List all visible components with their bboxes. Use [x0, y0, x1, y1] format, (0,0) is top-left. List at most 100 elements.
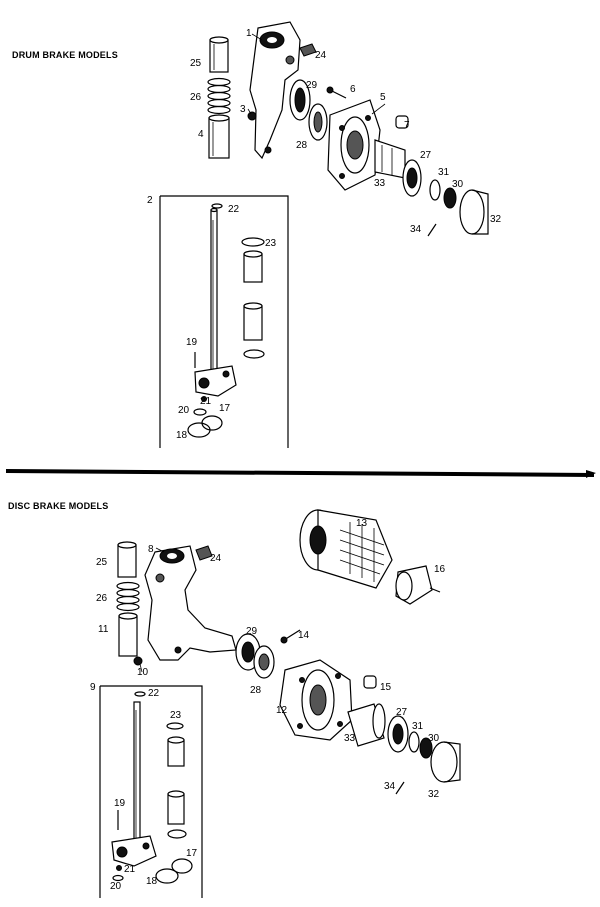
label-disc-34: 34 — [384, 781, 396, 792]
disc-nipple-21 — [116, 865, 122, 871]
label-disc-19: 19 — [114, 798, 126, 809]
label-drum-32: 32 — [490, 214, 502, 225]
label-drum-22: 22 — [228, 204, 240, 215]
drum-subassembly-bracket — [159, 195, 289, 448]
label-drum-6: 6 — [350, 84, 356, 95]
disc-section-title: DISC BRAKE MODELS — [8, 501, 108, 511]
label-drum-21: 21 — [200, 396, 212, 407]
disc-washer-20 — [112, 874, 124, 882]
disc-washer-lower — [167, 829, 187, 839]
label-drum-29: 29 — [306, 80, 318, 91]
disc-nut-10 — [133, 656, 143, 666]
disc-swivel-pin-9 — [111, 701, 157, 867]
label-disc-25: 25 — [96, 557, 108, 568]
drum-bush-upper — [243, 250, 263, 283]
label-disc-8: 8 — [148, 544, 154, 555]
label-disc-17: 17 — [186, 848, 198, 859]
disc-kingpin-bush-25 — [117, 541, 137, 578]
drum-cap-7 — [395, 115, 409, 129]
drum-stub-axle-1 — [249, 21, 301, 160]
drum-kingpin-bush-25 — [209, 36, 229, 73]
label-disc-10: 10 — [137, 667, 149, 678]
label-disc-21: 21 — [124, 864, 136, 875]
label-drum-24: 24 — [315, 50, 327, 61]
label-disc-23: 23 — [170, 710, 182, 721]
disc-hub-cap-16 — [395, 565, 441, 605]
drum-bearing-27 — [402, 159, 422, 197]
drum-washer-lower — [243, 349, 265, 359]
label-disc-22: 22 — [148, 688, 160, 699]
label-disc-29: 29 — [246, 626, 258, 637]
divider-arrow — [586, 470, 596, 478]
drum-shims-18-17 — [187, 415, 223, 438]
label-drum-17: 17 — [219, 403, 231, 414]
label-disc-33: 33 — [344, 733, 356, 744]
label-drum-18: 18 — [176, 430, 188, 441]
drum-washer-31 — [429, 179, 441, 201]
disc-bolt-24 — [195, 545, 213, 561]
disc-spacer-33 — [347, 703, 386, 747]
section-divider — [5, 469, 595, 477]
disc-shims-18-17 — [155, 858, 193, 884]
label-drum-26: 26 — [190, 92, 202, 103]
label-disc-12: 12 — [276, 705, 288, 716]
label-disc-24: 24 — [210, 553, 222, 564]
label-disc-9: 9 — [90, 682, 96, 693]
label-disc-28: 28 — [250, 685, 262, 696]
label-disc-31: 31 — [412, 721, 424, 732]
disc-washer-31 — [408, 731, 420, 753]
drum-seal-23 — [241, 237, 265, 247]
disc-ring-22 — [134, 691, 146, 697]
drum-bolt-24 — [299, 43, 317, 57]
label-drum-28: 28 — [296, 140, 308, 151]
label-disc-14: 14 — [298, 630, 310, 641]
disc-grease-cap-32 — [430, 741, 461, 783]
label-drum-30: 30 — [452, 179, 464, 190]
label-disc-32: 32 — [428, 789, 440, 800]
label-drum-7: 7 — [404, 120, 410, 131]
drum-hub-5 — [327, 99, 406, 191]
label-drum-5: 5 — [380, 92, 386, 103]
label-disc-11: 11 — [98, 624, 109, 635]
disc-nut-30 — [419, 737, 433, 759]
label-disc-15: 15 — [380, 682, 392, 693]
disc-bolt-14 — [280, 629, 301, 644]
drum-nipple-21 — [201, 396, 207, 402]
label-drum-23: 23 — [265, 238, 277, 249]
leader-lines — [139, 33, 386, 673]
label-drum-33: 33 — [374, 178, 386, 189]
drum-bearing-29 — [289, 79, 311, 121]
label-disc-26: 26 — [96, 593, 108, 604]
label-drum-4: 4 — [198, 129, 204, 140]
drum-split-pin-34 — [427, 223, 437, 237]
drum-bush-4 — [208, 114, 230, 159]
disc-brake-disc-13 — [299, 509, 393, 589]
label-drum-3: 3 — [240, 104, 246, 115]
label-disc-18: 18 — [146, 876, 158, 887]
label-disc-27: 27 — [396, 707, 408, 718]
disc-seal-23 — [166, 722, 184, 730]
label-disc-13: 13 — [356, 518, 368, 529]
drum-grease-cap-32 — [459, 189, 489, 235]
disc-subassembly-bracket — [99, 685, 203, 898]
drum-washer-20 — [193, 408, 207, 416]
label-drum-20: 20 — [178, 405, 190, 416]
drum-ring-22 — [211, 203, 223, 209]
disc-hub-12 — [279, 659, 353, 741]
drum-bolt-6 — [326, 86, 347, 99]
label-drum-2: 2 — [147, 195, 153, 206]
label-disc-16: 16 — [434, 564, 446, 575]
disc-bearing-27 — [387, 715, 409, 753]
drum-swivel-pin-2 — [194, 207, 237, 397]
label-disc-30: 30 — [428, 733, 440, 744]
label-drum-31: 31 — [438, 167, 450, 178]
disc-split-pin-34 — [395, 781, 405, 795]
disc-bush-11 — [118, 612, 138, 657]
drum-nut-3 — [247, 111, 257, 121]
drum-section-title: DRUM BRAKE MODELS — [12, 50, 118, 60]
label-drum-1: 1 — [246, 28, 252, 39]
disc-stub-axle-8 — [144, 545, 237, 661]
label-drum-34: 34 — [410, 224, 422, 235]
disc-bush-lower — [167, 790, 185, 825]
drum-spring-26 — [207, 77, 231, 115]
